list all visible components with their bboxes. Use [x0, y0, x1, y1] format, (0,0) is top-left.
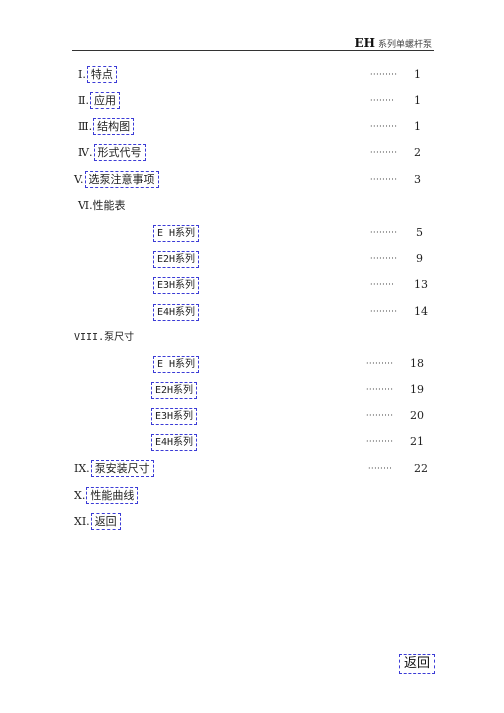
- toc-page-number: 9: [416, 252, 423, 265]
- toc-leader: ·········: [370, 175, 398, 184]
- toc-item-perf-e3h: E3H系列: [152, 276, 200, 294]
- toc-prefix: X.: [74, 489, 86, 502]
- toc-link-dims-e2h[interactable]: E2H系列: [151, 382, 198, 399]
- toc-link-return[interactable]: 返回: [90, 513, 121, 530]
- toc-item-structure: Ⅲ.结构图: [78, 118, 135, 136]
- toc-link-perf-curves[interactable]: 性能曲线: [86, 487, 139, 504]
- toc-prefix: Ⅳ.: [78, 146, 93, 159]
- toc-leader: ·········: [370, 228, 398, 237]
- toc-prefix: XI.: [74, 515, 90, 528]
- toc-page-number: 21: [410, 435, 424, 448]
- toc-link-perf-e3h[interactable]: E3H系列: [153, 277, 200, 294]
- toc-link-dims-e4h[interactable]: E4H系列: [151, 434, 198, 451]
- toc-prefix: V.: [74, 173, 84, 186]
- toc-leader: ·········: [366, 437, 394, 446]
- toc-item-model-code: Ⅳ.形式代号: [78, 144, 146, 162]
- toc-item-perf-e4h: E4H系列: [152, 303, 200, 321]
- toc-leader: ·········: [366, 385, 394, 394]
- toc-item-dims-e4h: E4H系列: [150, 433, 198, 451]
- toc-item-features: Ⅰ.特点: [78, 66, 117, 84]
- toc-leader: ·········: [366, 359, 394, 368]
- toc-item-perf-curves: X.性能曲线: [74, 487, 139, 505]
- toc-leader: ········: [368, 464, 393, 473]
- toc-page-number: 14: [414, 305, 428, 318]
- toc-item-install-dims: IX.泵安装尺寸: [74, 460, 154, 478]
- section-performance-table: Ⅵ.性能表: [78, 199, 126, 212]
- toc-prefix: Ⅲ.: [78, 120, 93, 133]
- section-pump-dimensions: VIII.泵尺寸: [74, 332, 135, 343]
- toc-item-dims-e3h: E3H系列: [150, 407, 198, 425]
- header-brand: EH: [354, 36, 375, 50]
- toc-prefix: Ⅰ.: [78, 68, 86, 81]
- toc-link-structure[interactable]: 结构图: [93, 118, 135, 135]
- toc-page-number: 13: [414, 278, 428, 291]
- toc-link-features[interactable]: 特点: [86, 66, 117, 83]
- toc-item-dims-e2h: E2H系列: [150, 381, 198, 399]
- toc-leader: ········: [370, 280, 395, 289]
- toc-page-number: 1: [414, 68, 421, 81]
- toc-leader: ········: [370, 96, 395, 105]
- toc-page-number: 2: [414, 146, 421, 159]
- toc-link-install-dims[interactable]: 泵安装尺寸: [90, 460, 154, 477]
- toc-page-number: 20: [410, 409, 424, 422]
- toc-item-perf-eh: E H系列: [152, 224, 200, 242]
- toc-leader: ·········: [370, 148, 398, 157]
- toc-leader: ·········: [370, 254, 398, 263]
- toc-page-number: 18: [410, 357, 424, 370]
- toc-leader: ·········: [370, 122, 398, 131]
- toc-leader: ·········: [370, 70, 398, 79]
- toc-link-perf-eh[interactable]: E H系列: [153, 225, 200, 242]
- toc-link-perf-e2h[interactable]: E2H系列: [153, 251, 200, 268]
- toc-prefix: Ⅱ.: [78, 94, 89, 107]
- toc-page-number: 19: [410, 383, 424, 396]
- toc-page-number: 3: [414, 173, 421, 186]
- document-header: EH 系列单螺杆泵: [355, 36, 433, 50]
- toc-leader: ·········: [366, 411, 394, 420]
- toc-link-selection-notes[interactable]: 选泵注意事项: [84, 171, 159, 188]
- toc-item-return: XI.返回: [74, 513, 121, 531]
- toc-link-perf-e4h[interactable]: E4H系列: [153, 304, 200, 321]
- header-subtitle: 系列单螺杆泵: [377, 40, 432, 50]
- toc-page-number: 22: [414, 462, 428, 475]
- toc-page-number: 1: [414, 120, 421, 133]
- header-rule: [72, 50, 434, 51]
- toc-page-number: 5: [416, 226, 423, 239]
- toc-item-perf-e2h: E2H系列: [152, 250, 200, 268]
- toc-item-selection-notes: V.选泵注意事项: [74, 171, 159, 189]
- toc-prefix: IX.: [74, 462, 90, 475]
- toc-leader: ·········: [370, 307, 398, 316]
- toc-item-applications: Ⅱ.应用: [78, 92, 120, 110]
- toc-item-dims-eh: E H系列: [152, 355, 200, 373]
- toc-link-dims-e3h[interactable]: E3H系列: [151, 408, 198, 425]
- toc-link-dims-eh[interactable]: E H系列: [153, 356, 200, 373]
- toc-page-number: 1: [414, 94, 421, 107]
- toc-link-applications[interactable]: 应用: [89, 92, 120, 109]
- toc-link-model-code[interactable]: 形式代号: [93, 144, 146, 161]
- back-button[interactable]: 返回: [399, 654, 436, 674]
